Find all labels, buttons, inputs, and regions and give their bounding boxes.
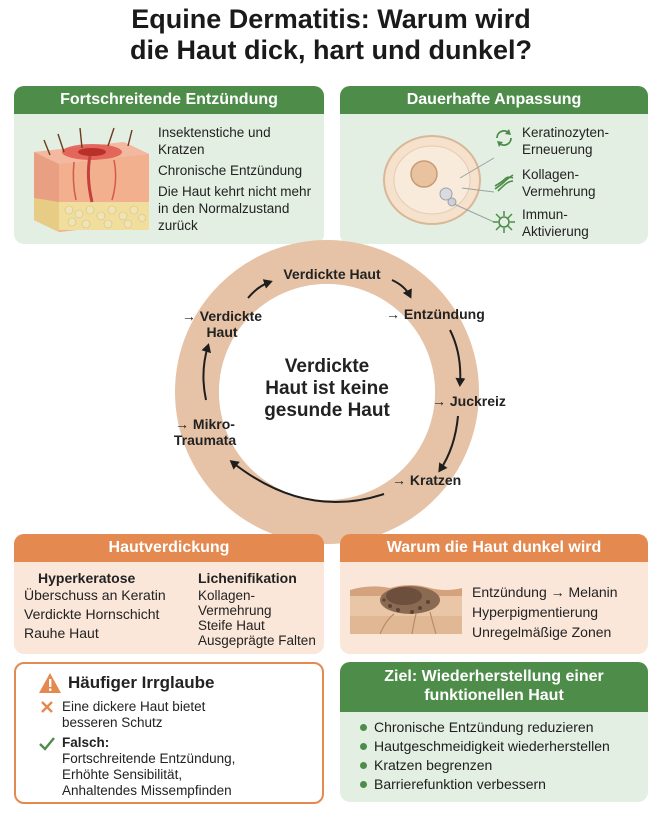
myth-reason-2: Erhöhte Sensibilität, — [62, 767, 183, 782]
common-myth-box: Häufiger Irrglaube Eine dickere Haut bie… — [14, 662, 324, 804]
skin-thickening-header: Hautverdickung — [14, 534, 324, 562]
goal-item: Barrierefunktion verbessern — [358, 775, 610, 794]
adaptation-item-3: Immun-Aktivierung — [522, 207, 589, 239]
cycle-arrows — [201, 279, 466, 503]
skin-cross-section-icon — [34, 127, 149, 232]
progressive-item-2: Chronische Entzündung — [158, 163, 303, 178]
goal-item: Hautgeschmeidigkeit wiederherstellen — [358, 737, 610, 756]
renewal-cycle-icon — [496, 129, 512, 147]
progressive-item-3: Die Haut kehrt nicht mehr in den Normalz… — [158, 184, 312, 233]
hyperkeratosis-item-2: Verdickte Hornschicht — [24, 606, 160, 622]
progressive-inflammation-panel: Fortschreitende Entzündung Insektenstich… — [14, 86, 324, 244]
goal-item: Chronische Entzündung reduzieren — [358, 718, 610, 737]
skin-cell-icon — [383, 135, 495, 225]
dark-item-3: Unregelmäßige Zonen — [472, 624, 612, 640]
cycle-step-thickened-skin-top: Verdickte Haut — [283, 266, 381, 282]
dark-skin-header: Warum die Haut dunkel wird — [340, 534, 648, 562]
cycle-step-inflammation: → Entzündung — [386, 306, 485, 322]
checkmark-icon — [39, 737, 55, 751]
cycle-ring — [175, 240, 479, 544]
title-line-1: Equine Dermatitis: Warum wird — [131, 4, 531, 34]
permanent-adaptation-header: Dauerhafte Anpassung — [340, 86, 648, 114]
lichenification-title: Lichenifikation — [198, 570, 297, 586]
permanent-adaptation-panel: Dauerhafte Anpassung Keratinozyten-Erneu… — [340, 86, 648, 244]
hyperkeratosis-title: Hyperkeratose — [38, 570, 136, 586]
false-label: Falsch: — [62, 735, 110, 750]
warning-icon — [39, 673, 61, 693]
cross-icon — [41, 701, 53, 713]
title-line-2: die Haut dick, hart und dunkel? — [129, 35, 533, 65]
myth-claim-line-2: besseren Schutz — [62, 715, 163, 730]
lichenification-item-1: Kollagen- — [198, 588, 256, 603]
dark-item-2: Hyperpigmentierung — [472, 604, 599, 620]
cycle-step-itch: → Juckreiz — [432, 393, 506, 409]
page-title: Equine Dermatitis: Warum wird die Haut d… — [0, 4, 662, 66]
goal-panel: Ziel: Wiederherstellung einer funktionel… — [340, 662, 648, 802]
adaptation-item-1: Keratinozyten-Erneuerung — [522, 125, 610, 157]
cycle-center-text: Verdickte Haut ist keine gesunde Haut — [264, 356, 390, 421]
cycle-step-scratch: → Kratzen — [392, 472, 462, 488]
lichenification-item-2: Vermehrung — [198, 603, 272, 618]
myth-claim-line-1: Eine dickere Haut bietet — [62, 699, 206, 714]
lichenification-item-3: Steife Haut — [198, 618, 265, 633]
progressive-item-1: Insektenstiche und Kratzen — [158, 125, 271, 157]
cycle-step-thickened-skin-left: → Verdickte Haut — [181, 308, 263, 340]
dark-skin-panel: Warum die Haut dunkel wird Entzündung → … — [340, 534, 648, 654]
collagen-fiber-icon — [494, 174, 514, 192]
hyperkeratosis-item-1: Überschuss an Keratin — [24, 587, 166, 603]
lichenification-item-4: Ausgeprägte Falten — [198, 633, 316, 648]
immune-cell-icon — [493, 211, 515, 233]
pigmented-skin-icon — [350, 585, 462, 635]
dark-item-1: Entzündung → Melanin — [472, 584, 618, 600]
adaptation-item-2: Kollagen-Vermehrung — [522, 167, 596, 199]
myth-reason-1: Fortschreitende Entzündung, — [62, 751, 236, 766]
progressive-inflammation-header: Fortschreitende Entzündung — [14, 86, 324, 114]
skin-thickening-panel: Hautverdickung Hyperkeratose Überschuss … — [14, 534, 324, 654]
goal-list: Chronische Entzündung reduzieren Hautges… — [358, 718, 610, 794]
goal-item: Kratzen begrenzen — [358, 756, 610, 775]
hyperkeratosis-item-3: Rauhe Haut — [24, 625, 99, 641]
cycle-step-microtrauma: → Mikro- Traumata — [173, 416, 237, 448]
myth-title: Häufiger Irrglaube — [68, 673, 215, 692]
myth-reason-3: Anhaltendes Missempfinden — [62, 783, 232, 798]
goal-header: Ziel: Wiederherstellung einer funktionel… — [340, 662, 648, 712]
